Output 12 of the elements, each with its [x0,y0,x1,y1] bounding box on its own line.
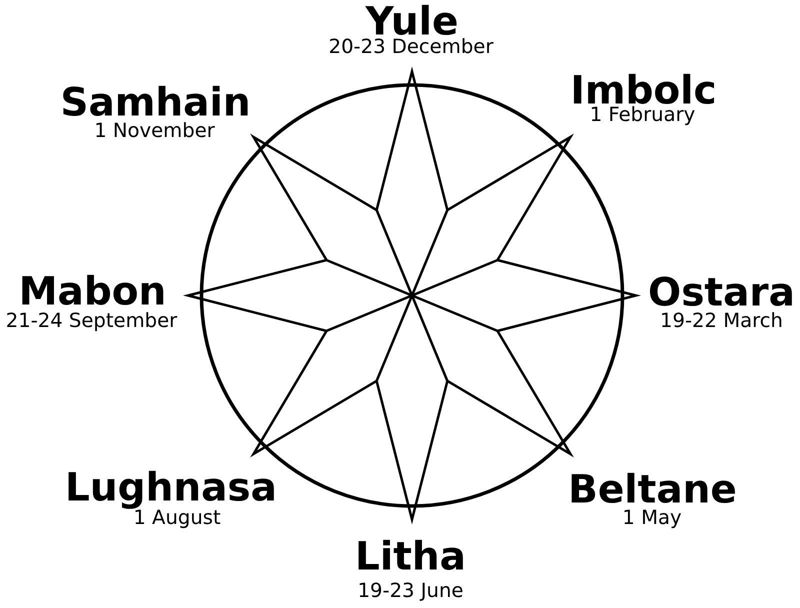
festival-name: Samhain [60,84,251,122]
festival-name: Litha [355,537,466,576]
festival-date: 1 May [622,508,682,528]
festival-date: 19-22 March [660,310,783,330]
festival-date: 1 August [133,508,221,528]
festival-name: Ostara [648,274,795,312]
festival-date: 1 November [94,120,215,140]
festival-name: Beltane [568,470,737,509]
festival-date: 21-24 September [6,310,178,330]
festival-date: 19-23 June [358,581,464,601]
festival-name: Lughnasa [65,468,277,508]
festival-name: Mabon [18,272,166,312]
